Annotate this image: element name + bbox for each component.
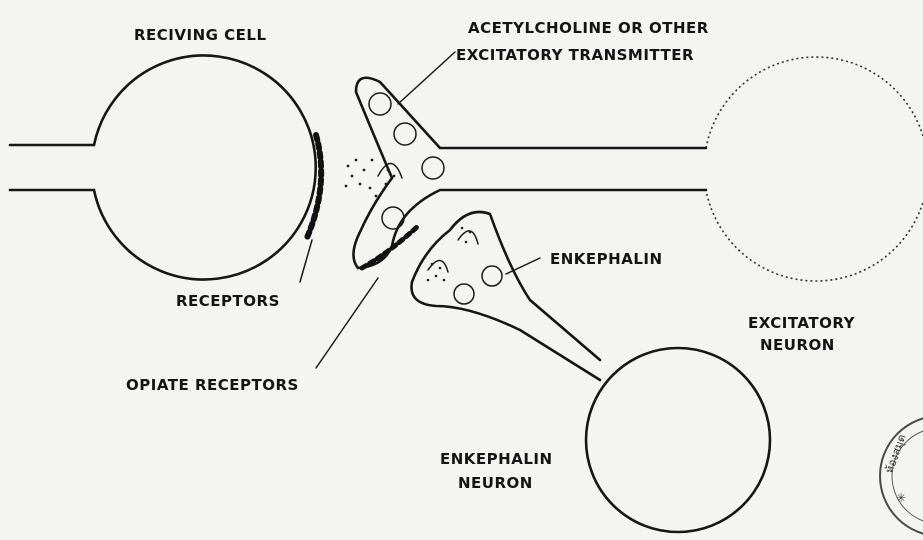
excitatory-terminal-upper [356,78,706,178]
release-vesicle [458,231,478,244]
vesicle [482,266,502,286]
transmitter-vesicles [369,93,444,229]
receptors-leader-line [300,240,312,282]
vesicle [422,157,444,179]
enkephalin-terminal [412,212,601,380]
enkephalin-neuron-label-line-1: ENKEPHALIN [440,450,553,468]
release-vesicle [428,260,448,272]
enkephalin-neuron-label-line-2: NEURON [458,474,533,492]
excitatory-neuron-label-line-1: EXCITATORY [748,314,856,332]
transmitter-label-line-1: ACETYLCHOLINE OR OTHER [468,19,709,37]
receptors-label: RECEPTORS [176,292,280,310]
opiate-receptors-leader-line [316,278,378,368]
opiate-receptors-band [362,226,418,268]
vesicle [369,93,391,115]
stamp-text: ห้องสมุด [883,433,909,475]
receiving-cell [10,56,321,280]
vesicle [454,284,474,304]
library-stamp: ห้องสมุด ✳ [880,416,923,536]
receiving-cell-label: RECIVING CELL [134,26,267,44]
enkephalin-label: ENKEPHALIN [550,250,663,268]
opiate-receptors-label: OPIATE RECEPTORS [126,376,299,394]
vesicle [382,207,404,229]
vesicle [394,123,416,145]
stamp-star-icon: ✳ [896,491,906,505]
excitatory-neuron-body [706,57,923,281]
transmitter-leader-line [398,52,455,104]
enkephalin-neuron-body [586,348,770,532]
enkephalin-particles [427,227,472,282]
receiving-cell-body [94,56,316,280]
transmitter-label-line-2: EXCITATORY TRANSMITTER [456,46,694,64]
excitatory-neuron-label-line-2: NEURON [760,336,835,354]
